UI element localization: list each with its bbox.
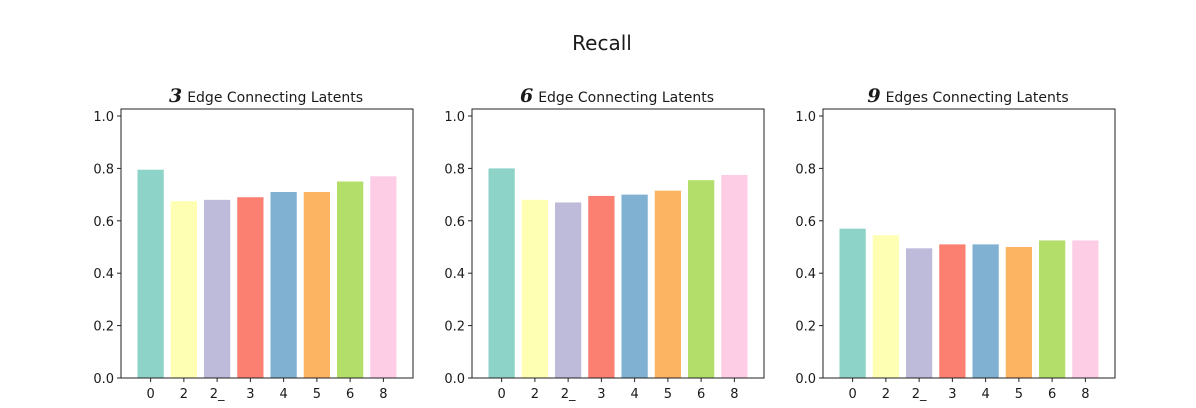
bar-3-6: [1005, 247, 1033, 378]
bar-3-3: [905, 248, 933, 378]
y-tick-label-1-3: 0.4: [93, 267, 114, 282]
x-tick-label-2-2: 2: [531, 387, 539, 402]
x-tick-label-3-3: 2_: [912, 387, 927, 402]
y-tick-label-1-2: 0.2: [93, 320, 114, 335]
subplot-3-title-number: 9: [867, 85, 880, 107]
subplot-2-title: 6 Edge Connecting Latents: [520, 85, 714, 107]
x-tick-label-3-5: 4: [981, 387, 989, 402]
y-tick-label-3-2: 0.2: [795, 320, 816, 335]
bar-1-5: [270, 191, 297, 378]
y-tick-label-3-5: 0.8: [795, 162, 816, 177]
bar-3-7: [1038, 240, 1066, 378]
y-tick-label-1-1: 0.0: [93, 372, 114, 387]
bar-3-2: [872, 235, 900, 378]
bar-2-2: [521, 199, 549, 378]
subplot-2-title-text: Edge Connecting Latents: [538, 90, 714, 106]
x-tick-label-1-1: 0: [146, 387, 154, 402]
x-tick-label-1-5: 4: [279, 387, 287, 402]
x-tick-label-3-6: 5: [1015, 387, 1023, 402]
y-tick-label-1-5: 0.8: [93, 162, 114, 177]
bar-1-3: [203, 199, 231, 378]
y-tick-label-3-3: 0.4: [795, 267, 816, 282]
subplot-1-title-number: 3: [169, 85, 182, 107]
bar-1-6: [303, 191, 331, 378]
subplot-1: 3 Edge Connecting Latents 0 2 2_ 3 4 5 6 8 0.0 0.2…: [93, 85, 414, 402]
x-tick-label-1-4: 3: [246, 387, 254, 402]
x-tick-label-2-7: 6: [697, 387, 705, 402]
bar-1-7: [336, 181, 364, 378]
bar-3-5: [972, 244, 999, 378]
bar-2-5: [621, 194, 648, 378]
x-tick-label-3-4: 3: [948, 387, 956, 402]
axes-frame-1: [120, 108, 414, 379]
x-tick-label-1-6: 5: [313, 387, 321, 402]
figure-title: Recall: [572, 31, 632, 55]
y-tick-label-1-6: 1.0: [93, 110, 114, 125]
bar-1-1: [137, 169, 164, 378]
subplot-3: 9 Edges Connecting Latents 0 2 2_ 3 4 5 6 8 0.0 0.…: [795, 85, 1116, 402]
bar-2-3: [554, 202, 582, 378]
x-tick-label-3-8: 8: [1081, 387, 1089, 402]
subplot-1-title: 3 Edge Connecting Latents: [169, 85, 363, 107]
y-tick-label-2-4: 0.6: [444, 215, 465, 230]
y-tick-label-1-4: 0.6: [93, 215, 114, 230]
subplot-2: 6 Edge Connecting Latents 0 2 2_ 3 4 5 6 8 0.0 0.2…: [444, 85, 765, 402]
y-tick-label-3-1: 0.0: [795, 372, 816, 387]
axes-frame-3: [822, 108, 1116, 379]
bar-1-2: [170, 201, 198, 378]
axes-frame-2: [471, 108, 765, 379]
bar-2-7: [687, 180, 715, 378]
y-tick-label-3-4: 0.6: [795, 215, 816, 230]
x-tick-label-3-1: 0: [848, 387, 856, 402]
x-tick-label-3-7: 6: [1048, 387, 1056, 402]
x-tick-label-2-3: 2_: [561, 387, 576, 402]
bar-2-6: [654, 190, 682, 378]
x-tick-label-1-3: 2_: [210, 387, 225, 402]
x-tick-label-2-8: 8: [730, 387, 738, 402]
y-tick-label-3-6: 1.0: [795, 110, 816, 125]
x-tick-label-2-1: 0: [497, 387, 505, 402]
bar-3-8: [1072, 240, 1099, 378]
subplot-3-title: 9 Edges Connecting Latents: [867, 85, 1068, 107]
y-tick-label-2-1: 0.0: [444, 372, 465, 387]
x-tick-label-3-2: 2: [882, 387, 890, 402]
x-tick-label-1-8: 8: [379, 387, 387, 402]
y-tick-label-2-2: 0.2: [444, 320, 465, 335]
y-tick-label-2-5: 0.8: [444, 162, 465, 177]
y-tick-label-2-6: 1.0: [444, 110, 465, 125]
bar-2-8: [721, 174, 748, 378]
subplot-1-title-text: Edge Connecting Latents: [187, 90, 363, 106]
x-tick-label-2-6: 5: [664, 387, 672, 402]
bar-3-1: [839, 228, 866, 378]
x-tick-label-1-2: 2: [180, 387, 188, 402]
x-tick-label-2-4: 3: [597, 387, 605, 402]
subplot-3-title-text: Edges Connecting Latents: [886, 90, 1069, 106]
bar-2-4: [588, 195, 615, 378]
y-tick-label-2-3: 0.4: [444, 267, 465, 282]
bar-1-8: [370, 176, 397, 378]
bar-3-4: [939, 244, 966, 378]
bar-1-4: [237, 197, 264, 378]
x-tick-label-1-7: 6: [346, 387, 354, 402]
bar-2-1: [488, 168, 515, 378]
subplot-2-title-number: 6: [520, 85, 533, 107]
x-tick-label-2-5: 4: [630, 387, 638, 402]
